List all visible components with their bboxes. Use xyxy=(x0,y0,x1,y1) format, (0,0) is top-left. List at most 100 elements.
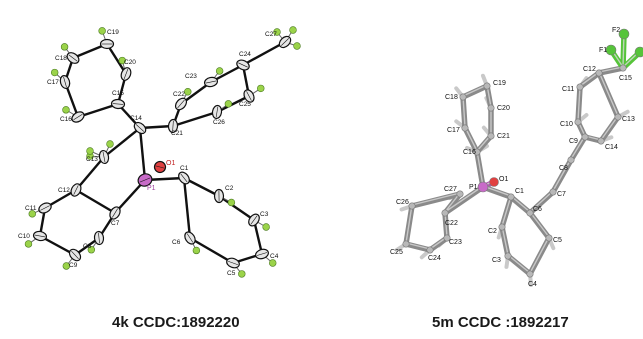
atom-c26 xyxy=(409,203,415,209)
hydrogen-atom xyxy=(184,88,191,95)
atom-label: C25 xyxy=(239,101,251,108)
hydrogen-atom xyxy=(263,224,270,231)
hydrogen-atom xyxy=(228,199,235,206)
atom-label: C22 xyxy=(173,91,185,98)
atom-c2 xyxy=(499,224,505,230)
hydrogen-atom xyxy=(294,43,301,50)
atom-label: C17 xyxy=(47,79,59,86)
atom-c3 xyxy=(505,253,511,259)
atom-label: C13 xyxy=(86,156,98,163)
atom-label: C4 xyxy=(528,281,537,288)
bonds-5m xyxy=(406,33,640,274)
atom-label: C3 xyxy=(260,211,269,218)
atom-label: F2 xyxy=(612,27,620,34)
atoms-5m: C19C18C20C17C21C16P1O1C27C26C22C23C24C25… xyxy=(390,27,643,288)
atom-label: C17 xyxy=(447,127,460,134)
atom-c13 xyxy=(615,114,621,120)
hydrogen-atom xyxy=(51,69,58,76)
atom-c1 xyxy=(508,194,514,200)
atom-label: C11 xyxy=(562,86,574,93)
atom-label: F1 xyxy=(599,47,607,54)
atom-label: C8 xyxy=(83,243,92,250)
caption-5m: 5m CCDC :1892217 xyxy=(432,314,569,331)
atoms-4k: C19C18C17C20C16C15C14C13C12C11C10C9C8C7P… xyxy=(18,29,293,277)
bond xyxy=(219,196,254,220)
bond xyxy=(406,244,430,250)
bond-highlight xyxy=(508,255,530,273)
atom-label: C24 xyxy=(428,255,441,262)
bond xyxy=(173,112,217,126)
atom-label: C12 xyxy=(583,66,596,73)
atom-label: C26 xyxy=(213,119,225,126)
atom-label: C21 xyxy=(497,133,510,140)
bond-highlight xyxy=(530,237,549,273)
bond xyxy=(599,68,623,73)
atom-label: C21 xyxy=(171,130,183,137)
atom-label: C15 xyxy=(619,75,632,82)
bond-highlight xyxy=(530,212,549,237)
hydrogen-atom xyxy=(25,241,32,248)
bond xyxy=(511,197,530,213)
hydrogen-atom xyxy=(225,100,232,107)
atom-label: C2 xyxy=(225,185,234,192)
bond xyxy=(508,256,530,274)
atom-f1 xyxy=(606,45,616,55)
atom-label: C2 xyxy=(488,228,497,235)
atom-label: O1 xyxy=(166,160,175,167)
atom-c11 xyxy=(577,84,583,90)
atom-label: C7 xyxy=(111,220,120,227)
atom-label: C20 xyxy=(497,105,510,112)
atom-label: C6 xyxy=(533,206,542,213)
atom-label: C3 xyxy=(492,257,501,264)
atom-c19 xyxy=(484,83,490,89)
atom-label: P1 xyxy=(469,184,478,191)
atom-label: C14 xyxy=(130,115,142,122)
atom-label: C19 xyxy=(493,80,506,87)
atom-c9 xyxy=(582,134,588,140)
atom-label: C1 xyxy=(180,165,189,172)
atom-label: C23 xyxy=(449,239,462,246)
atom-label: C20 xyxy=(124,59,136,66)
molecule-4k: C19C18C17C20C16C15C14C13C12C11C10C9C8C7P… xyxy=(18,27,300,278)
atom-label: C1 xyxy=(515,188,524,195)
hydrogen-atom xyxy=(238,271,245,278)
atom-label: C16 xyxy=(60,116,72,123)
atom-p1 xyxy=(478,182,488,192)
atom-c22 xyxy=(442,210,448,216)
bond xyxy=(184,178,190,238)
bonds-4k xyxy=(40,42,285,263)
hydrogen-atom xyxy=(63,106,70,113)
atom-label: C5 xyxy=(227,270,236,277)
atom-label: C7 xyxy=(557,191,566,198)
atom-label: C14 xyxy=(605,144,618,151)
atom-c12 xyxy=(596,70,602,76)
atom-label: C10 xyxy=(560,121,573,128)
atom-o1 xyxy=(490,178,499,187)
hydrogen-atom xyxy=(193,247,200,254)
caption-4k: 4k CCDC:1892220 xyxy=(112,314,240,331)
atom-label: O1 xyxy=(499,176,508,183)
atom-label: C8 xyxy=(559,165,568,172)
atom-c4 xyxy=(527,271,533,277)
atom-c15 xyxy=(620,65,626,71)
bond xyxy=(463,86,487,97)
bond-highlight xyxy=(553,159,571,191)
atom-label: C9 xyxy=(69,262,78,269)
atom-label: C6 xyxy=(172,239,181,246)
atom-label: C23 xyxy=(185,73,197,80)
molecule-5m: C19C18C20C17C21C16P1O1C27C26C22C23C24C25… xyxy=(390,27,643,288)
bond xyxy=(76,190,115,213)
atom-label: C27 xyxy=(265,31,277,38)
hydrogen-atom xyxy=(290,27,297,34)
hydrogens-5m xyxy=(397,76,628,285)
hydrogen-atom xyxy=(99,27,106,34)
atom-f2 xyxy=(619,29,629,39)
atom-label: C13 xyxy=(622,116,635,123)
atom-c27 xyxy=(457,191,463,197)
hydrogen-atom xyxy=(216,68,223,75)
hydrogen-atom xyxy=(87,148,94,155)
atom-label: C5 xyxy=(553,237,562,244)
atom-label: C4 xyxy=(270,253,279,260)
